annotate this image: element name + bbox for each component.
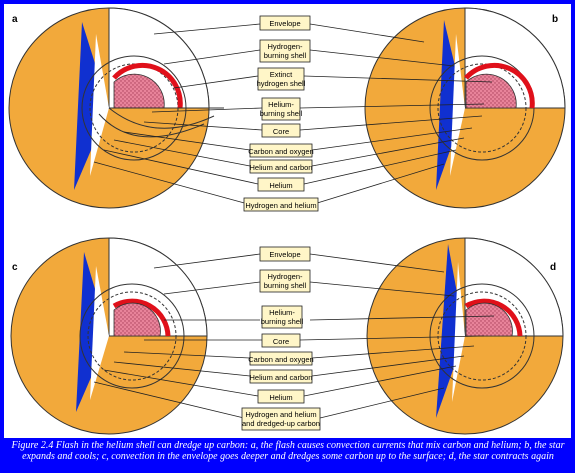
red-shell bbox=[464, 62, 535, 109]
core bbox=[113, 73, 165, 109]
bottom-leader-lines bbox=[93, 253, 495, 419]
label-helium-bottom: Helium bbox=[269, 393, 292, 402]
red-shell bbox=[464, 298, 523, 337]
star-b bbox=[364, 7, 566, 209]
label-helium-burning-2: burning shell bbox=[260, 109, 303, 118]
label-envelope-bottom: Envelope bbox=[269, 250, 300, 259]
red-shell bbox=[112, 62, 183, 109]
label-helium-burning-bottom-2: burning shell bbox=[261, 317, 304, 326]
star-d bbox=[366, 237, 564, 435]
label-envelope: Envelope bbox=[269, 19, 300, 28]
label-extinct-1: Extinct bbox=[270, 70, 293, 79]
label-core-bottom: Core bbox=[273, 337, 289, 346]
top-leader-lines bbox=[93, 23, 493, 205]
label-hydrogen-helium-bottom-1: Hydrogen and helium bbox=[245, 410, 316, 419]
label-carbon-oxygen: Carbon and oxygen bbox=[248, 147, 313, 156]
label-helium-burning-bottom-1: Helium- bbox=[269, 308, 295, 317]
panel-letter-c: c bbox=[12, 262, 18, 273]
panel-letter-d: d bbox=[550, 262, 556, 273]
red-shell bbox=[112, 298, 171, 337]
convection-wedge bbox=[436, 244, 465, 418]
label-carbon-oxygen-bottom: Carbon and oxygen bbox=[248, 355, 313, 364]
label-hydrogen-burning-2: burning shell bbox=[264, 51, 307, 60]
label-hydrogen-helium: Hydrogen and helium bbox=[245, 201, 316, 210]
label-hydrogen-burning-bottom-1: Hydrogen- bbox=[267, 272, 303, 281]
caption-line-1: Figure 2.4 Flash in the helium shell can… bbox=[11, 440, 565, 451]
label-helium: Helium bbox=[269, 181, 292, 190]
top-labels: Envelope Hydrogen- burning shell Extinct… bbox=[243, 15, 319, 212]
star-structure-diagram: Envelope Hydrogen- burning shell Extinct… bbox=[8, 7, 566, 435]
label-helium-burning-1: Helium- bbox=[268, 100, 294, 109]
label-extinct-2: hydrogen shell bbox=[257, 79, 306, 88]
figure-panel: Envelope Hydrogen- burning shell Extinct… bbox=[4, 4, 571, 438]
core bbox=[465, 302, 513, 337]
label-hydrogen-burning-bottom-2: burning shell bbox=[264, 281, 307, 290]
star-c bbox=[10, 237, 208, 435]
convection-wedge bbox=[76, 252, 109, 412]
caption-line-2: expands and cools; c, convection in the … bbox=[22, 451, 554, 462]
label-core: Core bbox=[273, 127, 289, 136]
panel-letter-a: a bbox=[12, 14, 18, 25]
core bbox=[113, 302, 161, 337]
figure-caption: Figure 2.4 Flash in the helium shell can… bbox=[10, 440, 566, 462]
panel-letter-b: b bbox=[552, 14, 558, 25]
core bbox=[465, 73, 517, 109]
label-hydrogen-helium-bottom-2: and dredged-up carbon bbox=[242, 419, 320, 428]
bottom-labels: Envelope Hydrogen- burning shell Helium-… bbox=[241, 246, 321, 431]
label-hydrogen-burning-1: Hydrogen- bbox=[267, 42, 303, 51]
label-helium-carbon: Helium and carbon bbox=[250, 163, 313, 172]
convection-wedge bbox=[74, 22, 109, 190]
label-helium-carbon-bottom: Helium and carbon bbox=[250, 373, 313, 382]
star-a bbox=[8, 7, 224, 209]
